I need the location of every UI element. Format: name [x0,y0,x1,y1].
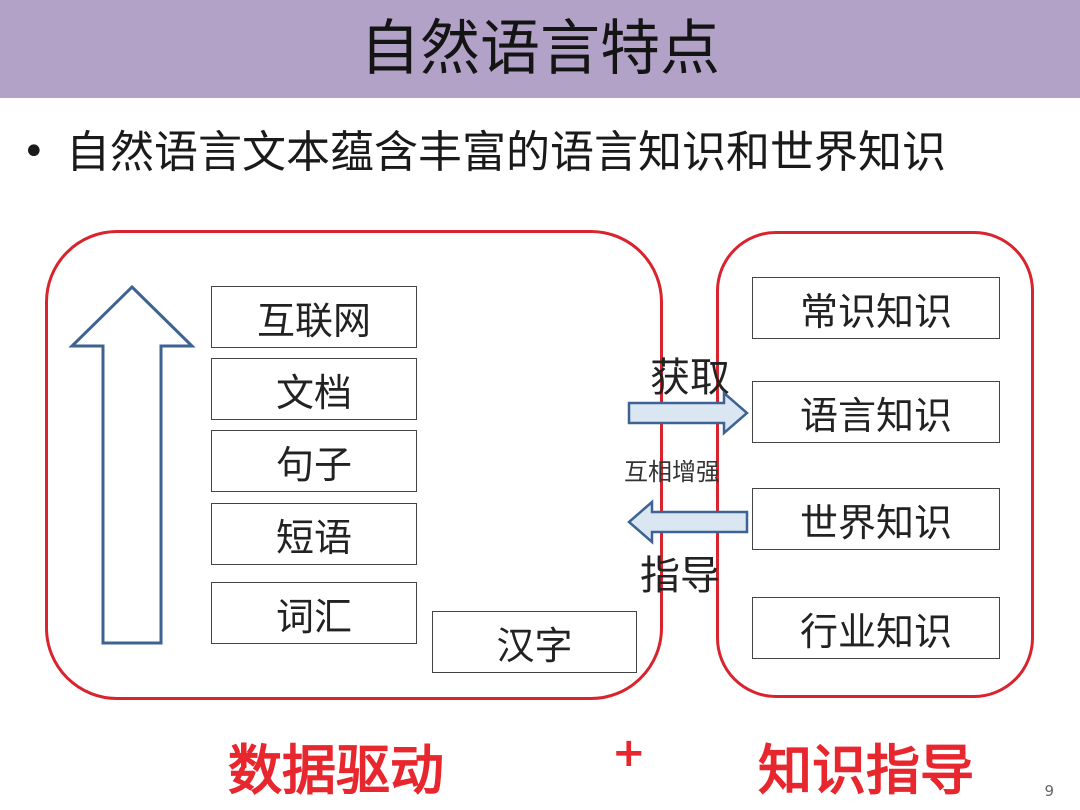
left-arrow-icon [627,499,749,545]
knowledge-commonsense: 常识知识 [752,277,1000,339]
level-word: 词汇 [211,582,417,644]
title-bar [0,0,1080,98]
slide-title: 自然语言特点 [360,14,720,84]
bullet-text: 自然语言文本蕴含丰富的语言知识和世界知识 [66,127,946,178]
up-arrow-icon [68,284,196,645]
page-number: 9 [1044,782,1054,800]
bullet-dot: • [22,129,46,175]
guide-label: 指导 [640,553,720,599]
knowledge-world: 世界知识 [752,488,1000,550]
level-internet: 互联网 [211,286,417,348]
knowledge-linguistic: 语言知识 [752,381,1000,443]
mutual-label: 互相增强 [624,458,720,486]
data-frame [45,230,663,700]
right-arrow-icon [627,390,749,436]
acquire-label: 获取 [650,355,730,401]
level-document: 文档 [211,358,417,420]
data-driven-label: 数据驱动 [228,739,444,802]
knowledge-guided-label: 知识指导 [758,739,974,802]
level-character: 汉字 [432,611,637,673]
knowledge-industry: 行业知识 [752,597,1000,659]
level-phrase: 短语 [211,503,417,565]
level-sentence: 句子 [211,430,417,492]
knowledge-frame [716,231,1034,698]
plus-sign: + [612,730,646,776]
